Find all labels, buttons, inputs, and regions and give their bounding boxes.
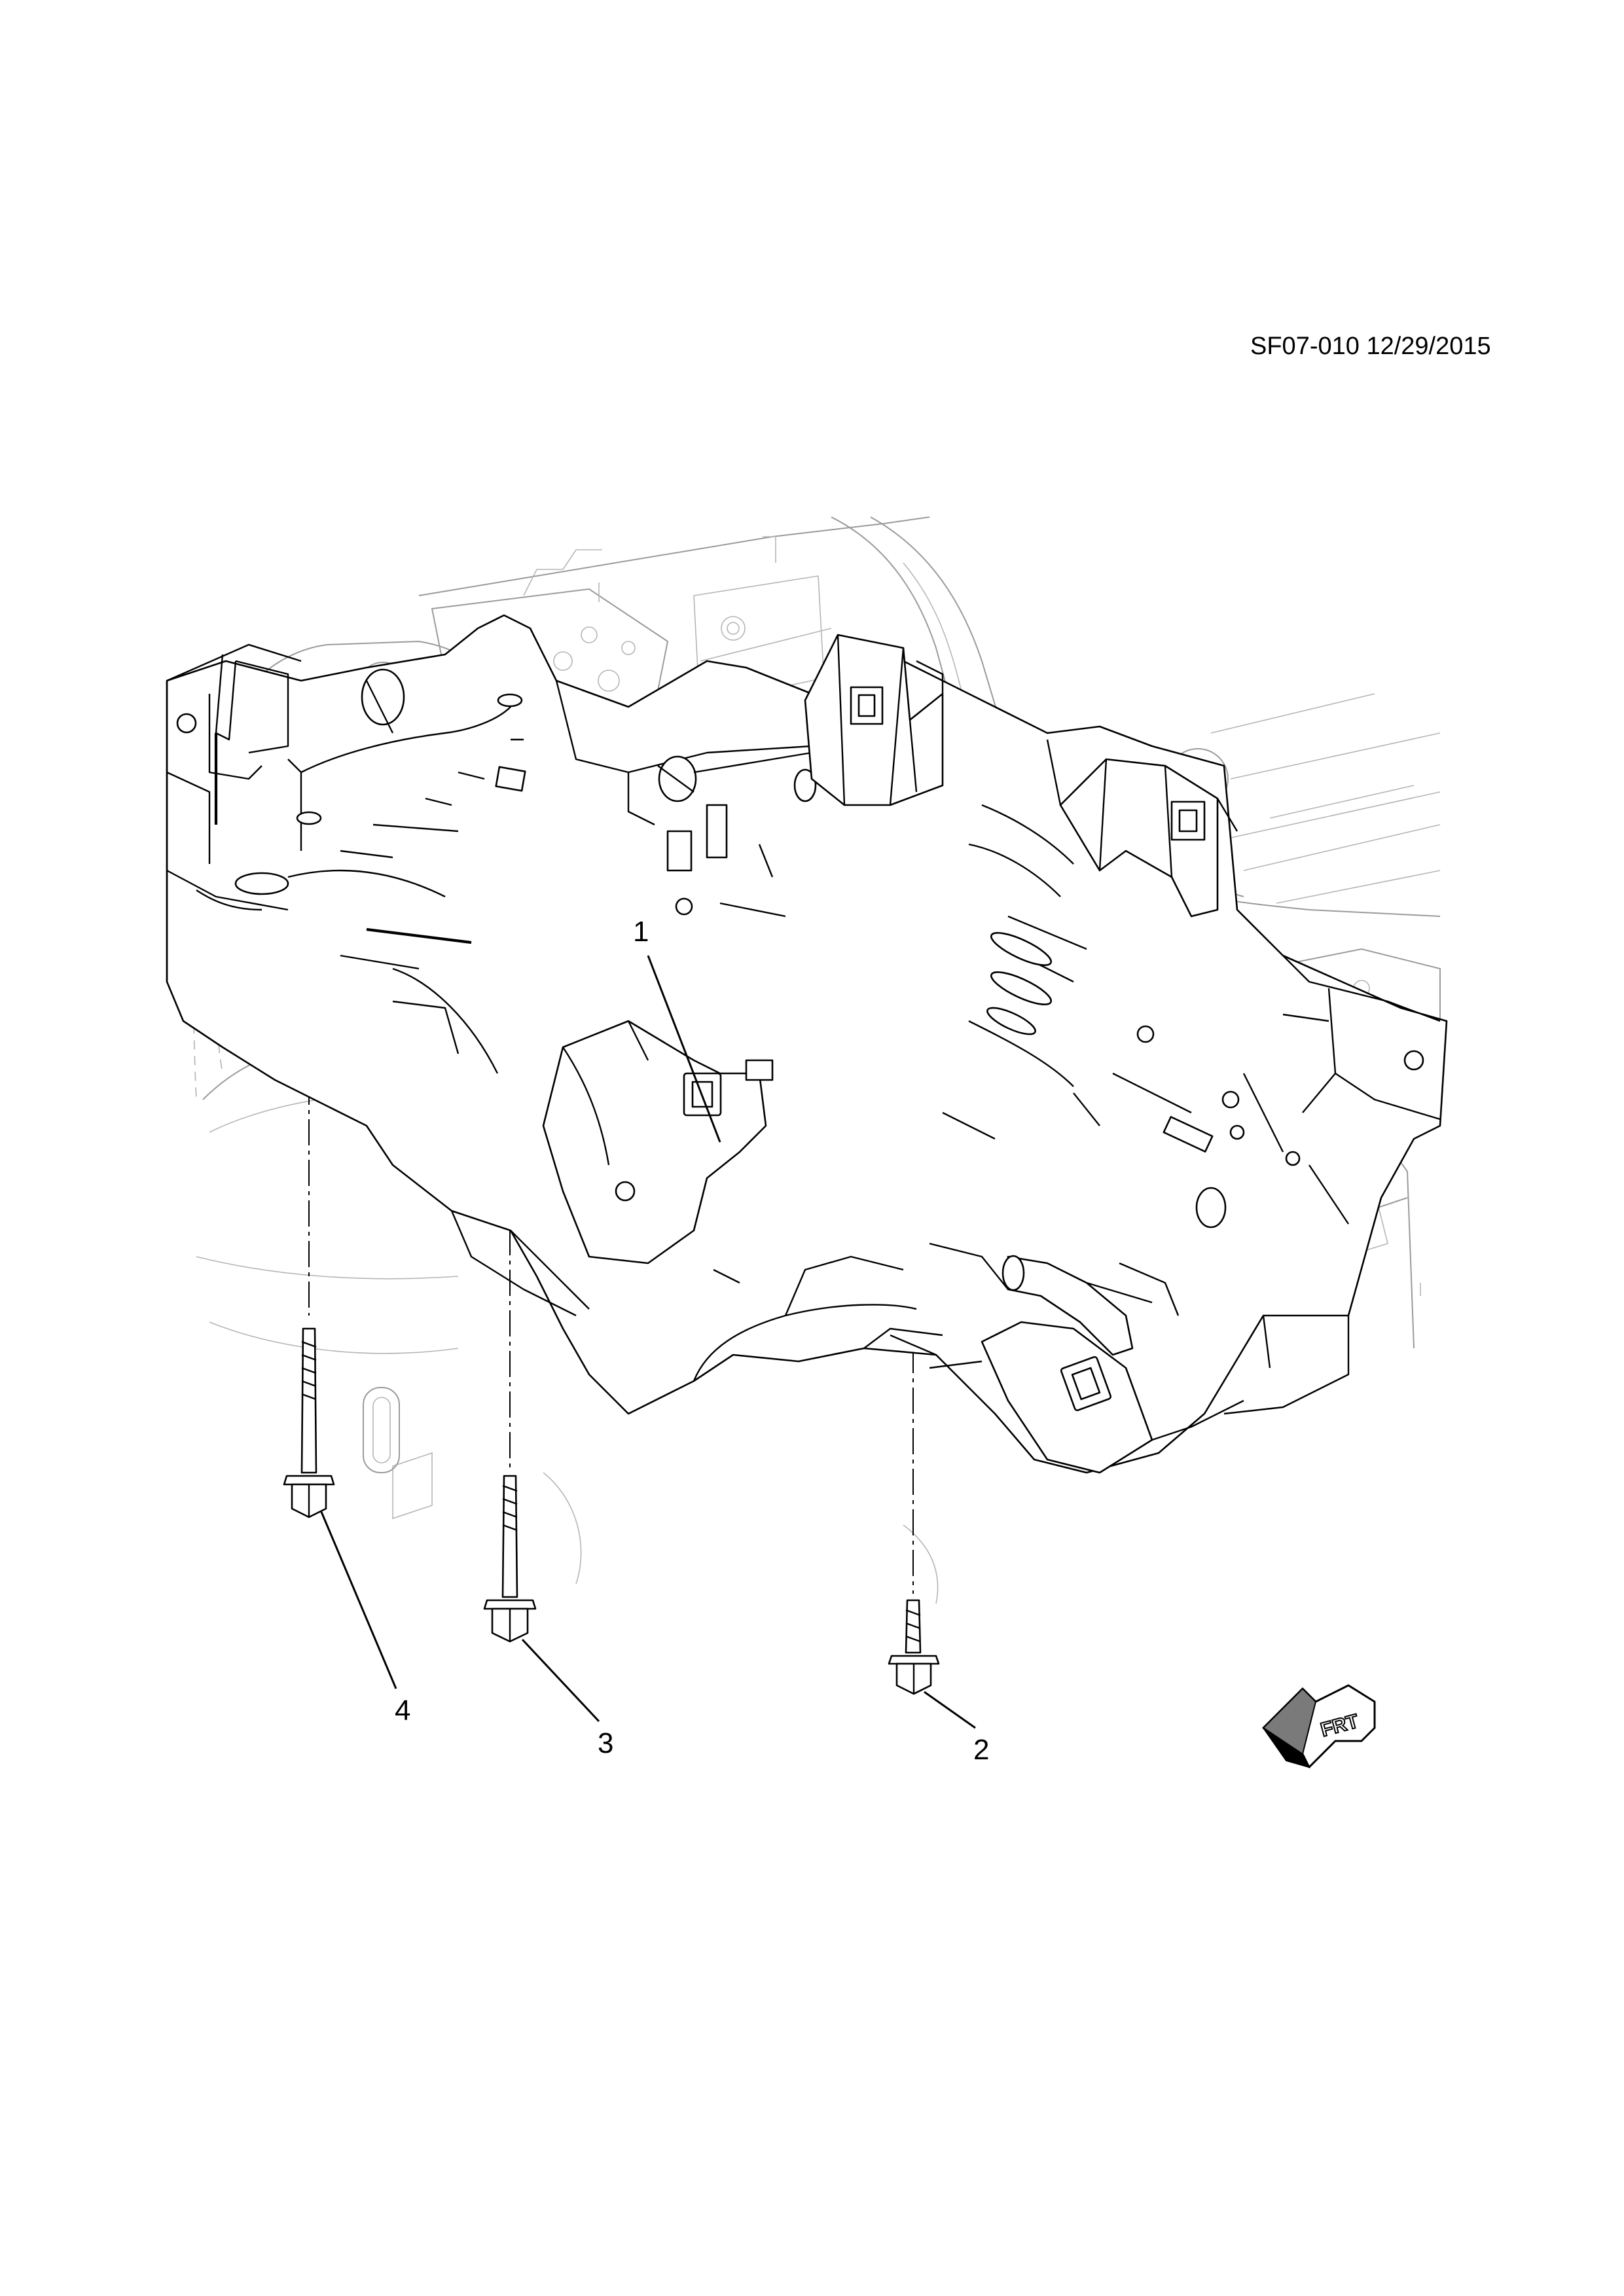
leader-lines: [320, 955, 976, 1729]
front-direction-arrow-icon: FRT: [1262, 1684, 1376, 1768]
bolt-3: [483, 1475, 537, 1643]
reference-code: SF07-010: [1250, 332, 1360, 360]
callout-4: 4: [395, 1695, 411, 1727]
callout-1: 1: [633, 916, 649, 948]
reference-code-and-date: SF07-010 12/29/2015: [1250, 334, 1491, 359]
crossmember: [166, 614, 1448, 1474]
bolt-4: [283, 1327, 335, 1518]
bolt-2: [888, 1599, 940, 1695]
callout-2: 2: [973, 1734, 990, 1766]
callout-3: 3: [598, 1727, 614, 1759]
reference-date: 12/29/2015: [1366, 332, 1491, 360]
